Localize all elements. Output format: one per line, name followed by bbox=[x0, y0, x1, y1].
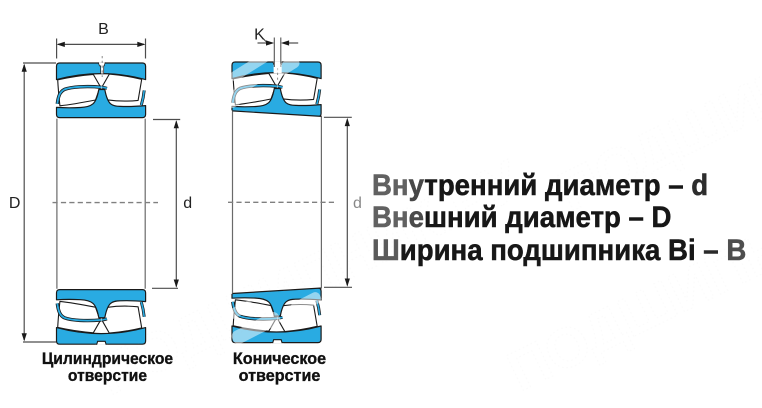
svg-text:d: d bbox=[183, 195, 192, 212]
svg-text:B: B bbox=[98, 21, 109, 38]
svg-text:d: d bbox=[353, 195, 362, 212]
svg-text:K: K bbox=[254, 27, 265, 44]
svg-text:D: D bbox=[9, 195, 21, 212]
